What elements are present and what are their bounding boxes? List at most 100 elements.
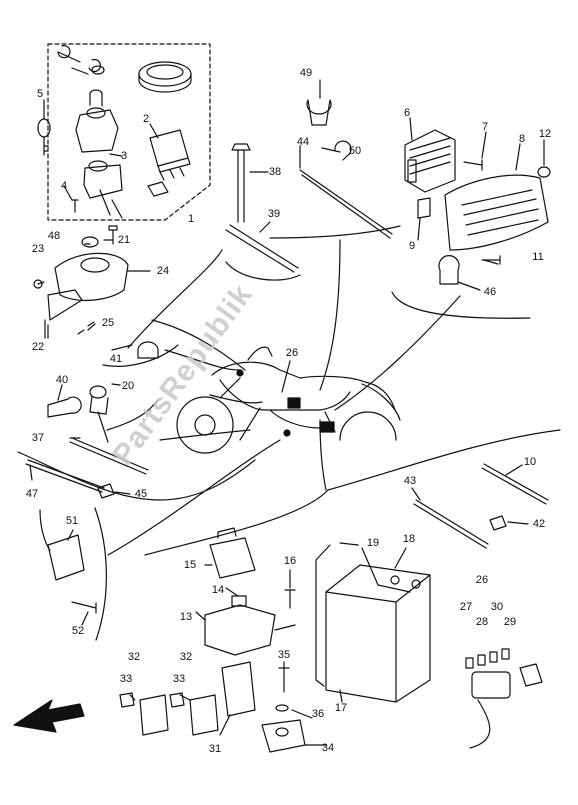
callout-48: 48: [47, 230, 61, 242]
callout-12: 12: [538, 128, 552, 140]
relay: [119, 692, 169, 736]
callout-29: 29: [503, 616, 517, 628]
callout-30: 30: [490, 601, 504, 613]
callout-26-harness: 26: [285, 347, 299, 359]
clip: [334, 140, 352, 161]
bolt: [71, 199, 79, 213]
relay: [209, 527, 256, 579]
callout-41: 41: [109, 353, 123, 365]
callout-47: 47: [25, 488, 39, 500]
callout-36: 36: [311, 708, 325, 720]
callout-6: 6: [403, 107, 411, 119]
callout-3: 3: [120, 150, 128, 162]
rectifier-regulator: [404, 129, 456, 193]
callout-20: 20: [121, 380, 135, 392]
clamp: [47, 396, 82, 418]
starter-relay: [204, 595, 296, 656]
zone-line: [144, 429, 561, 556]
callout-42: 42: [532, 518, 546, 530]
cable-tie: [299, 169, 393, 239]
connector: [97, 483, 115, 499]
screw: [108, 225, 118, 245]
callout-9: 9: [408, 240, 416, 252]
ignition-set-group-box: [47, 43, 211, 221]
callout-45: 45: [134, 488, 148, 500]
plate: [417, 197, 431, 219]
callout-19: 19: [366, 537, 380, 549]
harness-lead: [334, 295, 461, 411]
zone-line: [94, 507, 107, 641]
callout-26-fuses: 26: [475, 574, 489, 586]
callout-28: 28: [475, 616, 489, 628]
key: [37, 118, 51, 156]
cdi-unit: [149, 129, 191, 181]
cable-tie: [231, 143, 251, 223]
callout-13: 13: [179, 611, 193, 623]
bolt: [463, 159, 483, 171]
callout-11: 11: [532, 251, 544, 263]
callout-23: 23: [31, 243, 45, 255]
connector: [489, 515, 507, 531]
bolt: [284, 589, 296, 609]
seat-lock: [83, 160, 123, 219]
clamp: [438, 255, 460, 285]
callout-31: 31: [208, 743, 222, 755]
callout-25: 25: [101, 317, 115, 329]
callout-17: 17: [334, 702, 348, 714]
zone-line: [127, 249, 223, 349]
ignition-cover: [54, 252, 129, 301]
screw: [77, 321, 95, 335]
relay-bracket: [39, 509, 97, 614]
callout-33-a: 33: [119, 673, 133, 685]
sensor: [261, 667, 306, 753]
harness-marker: [283, 429, 291, 437]
relay: [221, 661, 256, 717]
callout-33-b: 33: [172, 673, 186, 685]
battery: [325, 547, 431, 703]
harness-lead: [159, 429, 251, 441]
harness-lead: [164, 349, 241, 371]
callout-16: 16: [283, 555, 297, 567]
callout-18: 18: [402, 533, 416, 545]
harness-marker: [319, 421, 335, 433]
clamp: [137, 341, 159, 359]
callout-51: 51: [65, 515, 79, 527]
callout-37: 37: [31, 432, 45, 444]
callout-44: 44: [296, 136, 310, 148]
clamp: [306, 99, 332, 126]
callout-21: 21: [117, 234, 131, 246]
callout-35: 35: [277, 649, 291, 661]
small-connector: [147, 181, 169, 197]
callout-32-b: 32: [179, 651, 193, 663]
harness-marker: [236, 369, 244, 377]
zone-line: [391, 291, 531, 319]
harness-marker: [287, 397, 301, 409]
cable-tie: [413, 499, 489, 549]
zone-line: [102, 344, 179, 367]
regulator-cover: [444, 174, 549, 251]
callout-27: 27: [459, 601, 473, 613]
cable-tie: [69, 437, 149, 475]
callout-50: 50: [348, 145, 362, 157]
collar: [537, 166, 551, 178]
callout-43: 43: [403, 475, 417, 487]
callout-2: 2: [142, 113, 150, 125]
callout-10: 10: [523, 456, 537, 468]
front-direction-arrow: [13, 699, 85, 733]
harness-lead: [107, 439, 281, 556]
key-set: [57, 45, 105, 75]
callout-32-a: 32: [127, 651, 141, 663]
fuel-cap: [138, 61, 192, 93]
callout-24: 24: [156, 265, 170, 277]
callout-5: 5: [36, 88, 44, 100]
callout-52: 52: [71, 625, 85, 637]
leader-line: [29, 79, 545, 746]
nut: [33, 279, 43, 289]
sensor: [89, 385, 109, 443]
callout-14: 14: [211, 584, 225, 596]
callout-22: 22: [31, 341, 45, 353]
cable-tie: [481, 463, 549, 505]
zone-line: [225, 261, 301, 281]
callout-39: 39: [267, 208, 281, 220]
callout-46: 46: [483, 286, 497, 298]
